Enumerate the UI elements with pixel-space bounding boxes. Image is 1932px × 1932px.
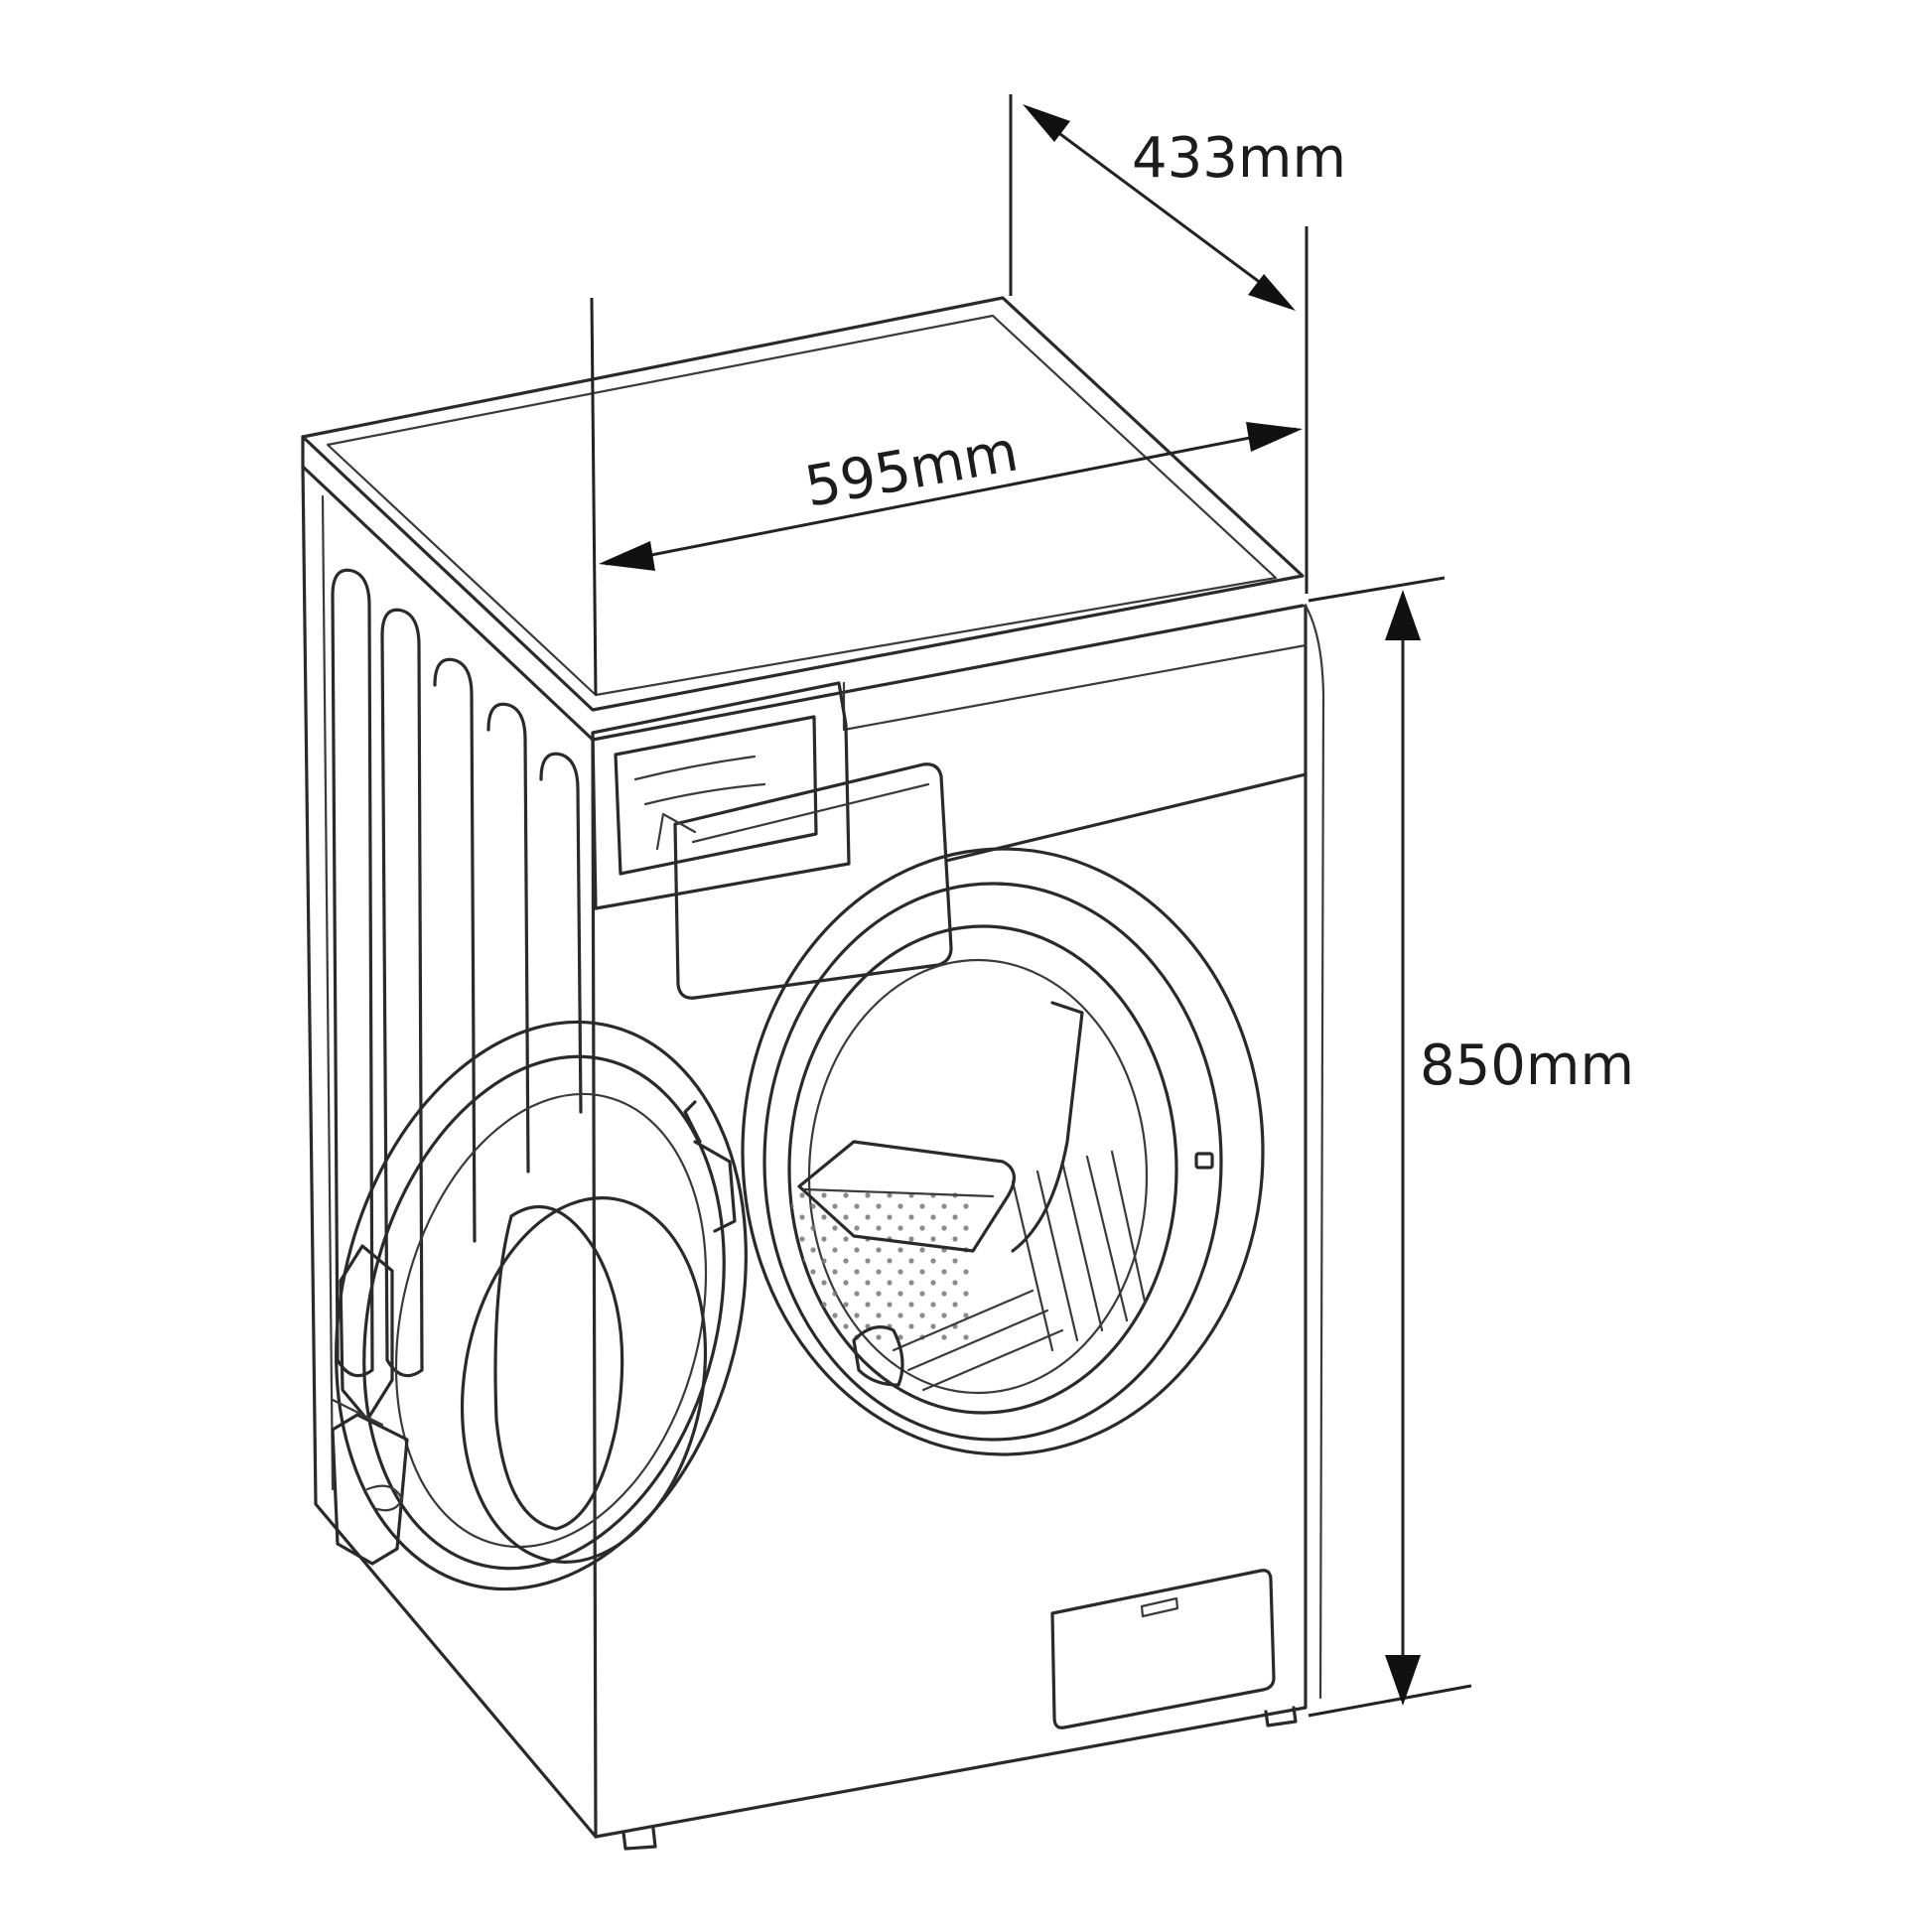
top-panel	[301, 296, 1305, 712]
side-ribs	[331, 568, 583, 1378]
filter-cover	[1050, 1569, 1276, 1729]
height-label: 850mm	[1420, 1034, 1634, 1098]
front-panel	[591, 604, 1308, 1839]
control-panel-line	[944, 772, 1308, 863]
machine-body	[301, 296, 1325, 1851]
depth-label: 433mm	[1132, 126, 1346, 191]
depth-dimension: 433mm	[1009, 94, 1346, 594]
door-opening	[741, 847, 1265, 1456]
open-door	[331, 1020, 748, 1591]
height-dimension: 850mm	[1308, 576, 1634, 1718]
side-panel	[301, 465, 598, 1839]
detergent-drawer	[591, 681, 953, 1000]
